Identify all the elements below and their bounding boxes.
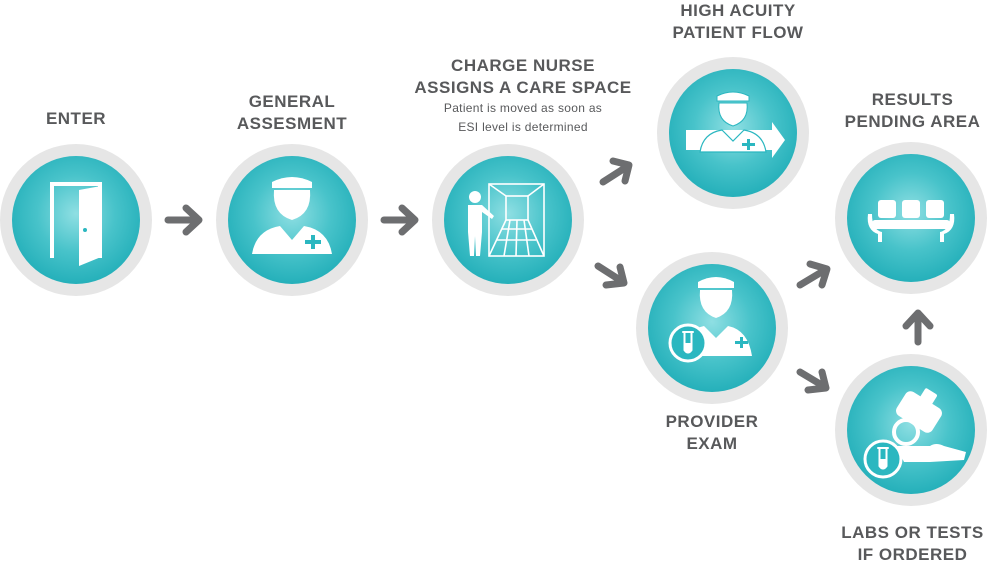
arrow-labs-to-results (902, 309, 934, 346)
microscope-icon (863, 388, 966, 479)
step-charge-title-line2: ASSIGNS A CARE SPACE (414, 78, 632, 97)
step-charge-circle (432, 144, 584, 296)
step-provider-title-line2: EXAM (686, 434, 738, 453)
step-provider-title-line1: PROVIDER (665, 412, 759, 431)
step-enter-title: ENTER (45, 109, 107, 128)
step-provider-circle (636, 252, 788, 404)
step-results-title-line2: PENDING AREA (844, 112, 981, 131)
door-icon (50, 182, 102, 266)
step-charge-note-line2: ESI level is determined (458, 120, 588, 134)
step-labs-label: LABS OR TESTS IF ORDERED (835, 522, 990, 566)
step-charge-note-line1: Patient is moved as soon as (443, 101, 603, 115)
flow-arrows (164, 157, 934, 394)
care-space-icon (488, 183, 545, 257)
step-enter-circle (0, 144, 152, 296)
arrow-charge-to-high-acuity (599, 157, 633, 186)
step-labs-title-line2: IF ORDERED (857, 545, 968, 564)
step-labs-circle (835, 354, 987, 506)
arrow-enter-to-general (164, 204, 203, 236)
step-general-circle (216, 144, 368, 296)
step-high-acuity-title-line2: PATIENT FLOW (672, 23, 804, 42)
step-high-acuity-title-line1: HIGH ACUITY (680, 1, 796, 20)
step-charge-label: CHARGE NURSE ASSIGNS A CARE SPACE Patien… (408, 55, 638, 137)
arrow-general-to-charge (380, 204, 419, 236)
arrow-charge-to-provider (594, 262, 628, 289)
step-general-title-line2: ASSESMENT (236, 114, 348, 133)
step-results-label: RESULTS PENDING AREA (835, 89, 990, 133)
step-general-label: GENERAL ASSESMENT (212, 91, 372, 135)
step-high-acuity-label: HIGH ACUITY PATIENT FLOW (653, 0, 823, 44)
nurse-icon (252, 177, 332, 254)
step-results-circle (835, 142, 987, 294)
nurse-arrow-icon (686, 91, 785, 158)
arrow-provider-to-labs (796, 368, 830, 394)
step-provider-label: PROVIDER EXAM (642, 411, 782, 455)
step-labs-title-line1: LABS OR TESTS (841, 523, 984, 542)
arrow-provider-to-results (796, 260, 831, 289)
step-charge-title-line1: CHARGE NURSE (451, 56, 595, 75)
step-enter-label: ENTER (16, 108, 136, 130)
step-high-acuity-circle (657, 57, 809, 209)
step-general-title-line1: GENERAL (248, 92, 336, 111)
person-pointing-icon (468, 191, 494, 256)
step-results-title-line1: RESULTS (871, 90, 954, 109)
waiting-chairs-icon (867, 200, 955, 242)
provider-test-tube-icon (668, 277, 752, 363)
